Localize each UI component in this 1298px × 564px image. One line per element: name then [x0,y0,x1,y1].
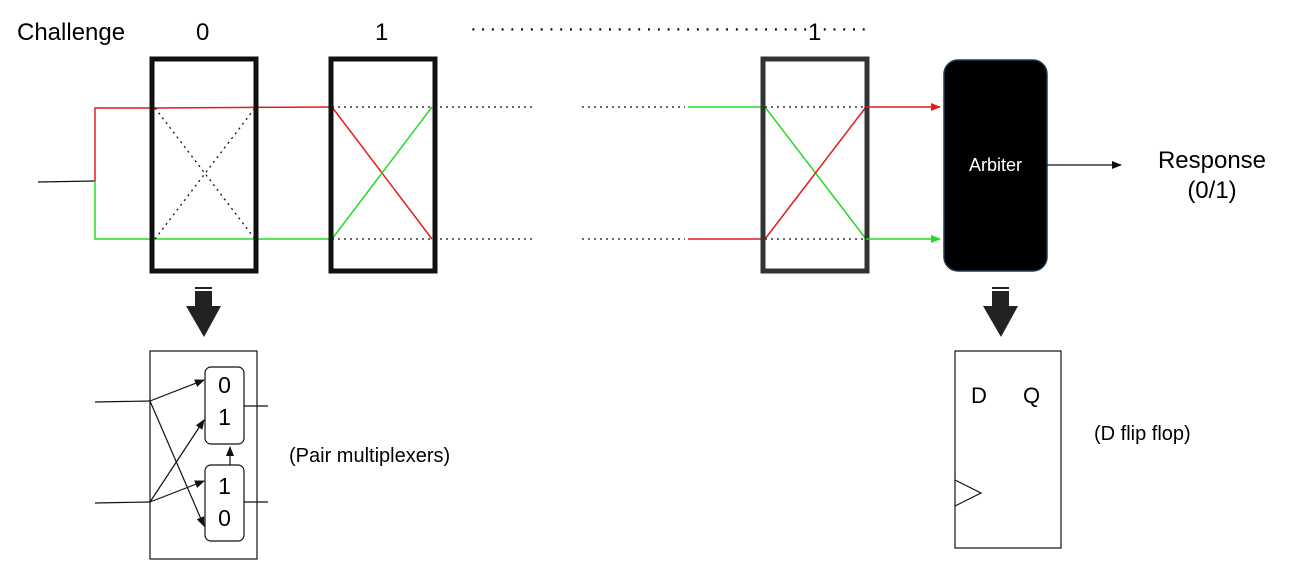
mux-detail-box [149,350,258,560]
elided-stages [582,106,685,240]
clock-triangle-icon [954,479,983,507]
mux-top-input-0: 0 [218,372,231,398]
stage-n-paths [688,106,867,240]
mux-bottom-input-1: 1 [218,473,231,499]
switch-box-stage-n [760,56,870,274]
mux-bottom-input-0: 0 [218,505,231,531]
mux-bottom [204,464,245,542]
down-arrow-right [983,287,1018,337]
flipflop-d-label: D [971,383,987,408]
down-arrow-left [186,287,221,337]
mux-wiring [94,379,268,527]
switch-box-stage-1 [149,56,259,274]
challenge-bit-stage-2: 1 [375,19,389,46]
challenge-bit-stage-1: 0 [196,19,210,46]
flipflop-caption: (D flip flop) [1094,423,1191,445]
flipflop-box [954,350,1062,549]
response-label-line2: (0/1) [1187,177,1237,204]
stage-1-paths [151,106,333,240]
flipflop-q-label: Q [1023,383,1041,408]
mux-caption: (Pair multiplexers) [289,445,451,467]
input-wire [37,107,152,240]
switch-box-stage-2 [328,56,438,274]
challenge-label: Challenge [17,19,126,46]
stage-2-paths [331,106,535,240]
challenge-ellipsis: ········································… [470,18,871,40]
mux-top-input-1: 1 [218,404,231,430]
arbiter-label: Arbiter [968,155,1022,175]
response-label-line1: Response [1157,147,1267,174]
challenge-bit-stage-n: 1 [808,19,822,46]
